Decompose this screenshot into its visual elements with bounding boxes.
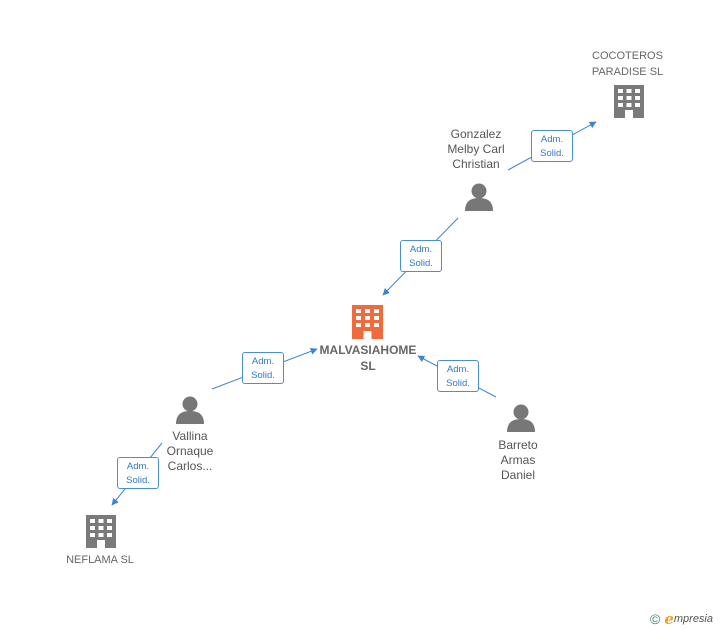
edge-label-line1: Adm. [126, 461, 150, 472]
edge-label-box[interactable]: Adm. Solid. [242, 352, 284, 384]
building-icon[interactable] [86, 515, 116, 548]
node-label-vallina[interactable]: Vallina Ornaque Carlos... [166, 429, 214, 473]
edge-label-box[interactable]: Adm. Solid. [531, 130, 573, 162]
edge-label-line1: Adm. [409, 244, 433, 255]
edge-label-line1: Adm. [251, 356, 275, 367]
edge-label-line2: Solid. [540, 148, 564, 159]
building-icon[interactable] [614, 85, 644, 118]
node-label-barreto[interactable]: Barreto Armas Daniel [498, 438, 538, 482]
building-icon[interactable] [352, 305, 383, 339]
edge-label-box[interactable]: Adm. Solid. [117, 457, 159, 489]
edge-label-line1: Adm. [446, 364, 470, 375]
edge-label-line2: Solid. [126, 475, 150, 486]
node-label-gonzalez[interactable]: Gonzalez Melby Carl Christian [447, 127, 505, 171]
person-icon[interactable] [507, 404, 535, 433]
node-label-neflama[interactable]: NEFLAMA SL [66, 554, 134, 566]
person-icon[interactable] [465, 183, 493, 212]
person-icon[interactable] [176, 396, 204, 425]
edge-label-box[interactable]: Adm. Solid. [437, 360, 479, 392]
edge-label-box[interactable]: Adm. Solid. [400, 240, 442, 272]
node-label-cocoteros[interactable]: COCOTEROS PARADISE SL [591, 50, 664, 78]
edge-label-line1: Adm. [540, 134, 564, 145]
brand-initial: e [664, 610, 674, 628]
brand-name: mpresia [673, 613, 713, 625]
edge-label-line2: Solid. [446, 378, 470, 389]
brand-logo: © e mpresia [650, 609, 713, 629]
node-label-malvasia[interactable]: MALVASIAHOME SL [319, 343, 417, 373]
edge-label-line2: Solid. [409, 258, 433, 269]
edge-label-line2: Solid. [251, 370, 275, 381]
copyright-icon: © [650, 611, 661, 627]
